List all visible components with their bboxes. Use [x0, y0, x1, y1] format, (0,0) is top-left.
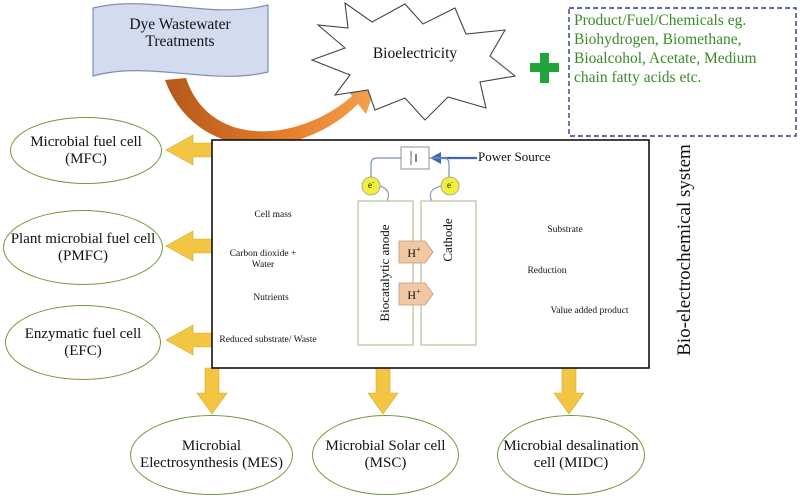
bioelectricity-starburst — [310, 1, 517, 121]
node-msc-label: Microbial Solar cell (MSC) — [325, 438, 446, 471]
bioelectricity-label: Bioelectricity — [372, 45, 458, 62]
node-midc-label: Microbial desalination cell (MIDC) — [503, 438, 639, 471]
wire-left — [370, 157, 401, 178]
product-box — [568, 7, 797, 137]
cathode-label: Cathode — [440, 218, 455, 262]
arrow-to-pmfc — [165, 230, 213, 262]
node-pmfc-label: Plant microbial fuel cell (PMFC) — [10, 230, 156, 264]
dye-wastewater-label: Dye Wastewater Treatments — [129, 16, 231, 51]
node-mes: Microbial Electrosynthesis (MES) — [130, 415, 293, 495]
label-reduction: Reduction — [527, 266, 567, 276]
dye-wastewater-banner — [92, 3, 269, 77]
node-mfc-label: Microbial fuel cell (MFC) — [30, 133, 142, 167]
arrow-to-midc — [553, 367, 585, 415]
node-efc: Enzymatic fuel cell (EFC) — [5, 305, 161, 380]
anode-chamber — [357, 200, 414, 346]
node-midc: Microbial desalination cell (MIDC) — [497, 415, 645, 495]
power-source-label: Power Source — [478, 149, 551, 164]
electron-left-label: e- — [368, 180, 374, 190]
system-title: Bio-electrochemical system — [674, 144, 696, 356]
green-plus-icon — [530, 53, 559, 83]
node-pmfc: Plant microbial fuel cell (PMFC) — [3, 210, 163, 285]
label-nutrients: Nutrients — [253, 293, 289, 303]
proton-marker-2 — [398, 282, 434, 306]
arrow-to-msc — [367, 367, 399, 415]
label-substrate: Substrate — [547, 225, 583, 235]
electron-left — [361, 176, 381, 196]
arrow-to-mes — [196, 367, 228, 415]
wire-right — [429, 157, 450, 178]
arrow-to-mfc — [165, 134, 213, 166]
label-reduced-substrate: Reduced substrate/ Waste — [219, 335, 317, 345]
curved-flow-arrow — [165, 78, 378, 146]
power-source-box — [400, 146, 430, 170]
node-mes-label: Microbial Electrosynthesis (MES) — [140, 438, 283, 471]
electron-right — [440, 176, 460, 196]
label-carbon-dioxide: Carbon dioxide + Water — [229, 249, 297, 270]
proton-1-label: H+ — [407, 245, 421, 260]
label-cell-mass: Cell mass — [254, 210, 292, 220]
product-list-text: Product/Fuel/Chemicals eg. Biohydrogen, … — [574, 12, 757, 86]
anode-label: Biocatalytic anode — [377, 224, 392, 322]
proton-2-label: H+ — [407, 287, 421, 302]
down-arrows — [196, 367, 585, 415]
arrow-to-efc — [165, 324, 213, 356]
cathode-chamber — [420, 200, 477, 346]
left-arrows — [165, 134, 213, 356]
proton-marker-1 — [398, 240, 434, 264]
node-mfc: Microbial fuel cell (MFC) — [10, 117, 162, 184]
label-value-added: Value added product — [550, 306, 629, 316]
electron-right-label: e- — [447, 180, 453, 190]
node-msc: Microbial Solar cell (MSC) — [312, 415, 459, 495]
node-efc-label: Enzymatic fuel cell (EFC) — [24, 325, 142, 359]
